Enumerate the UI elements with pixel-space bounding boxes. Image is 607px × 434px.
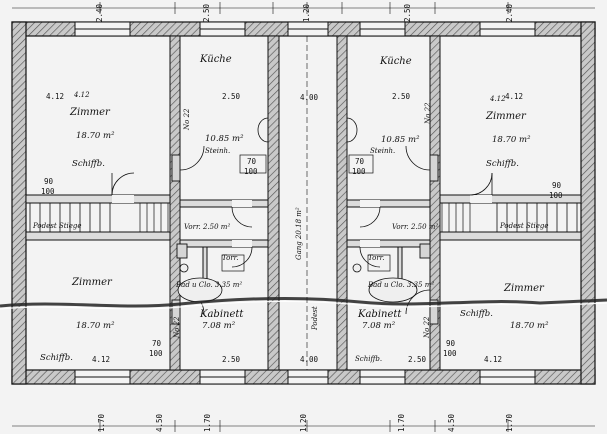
corridor-label: Gang 20.18 m² xyxy=(295,207,303,260)
top-dimension: 2.50 xyxy=(403,3,412,22)
top-dimension: 1.20 xyxy=(302,3,311,22)
window-size: 100 xyxy=(244,167,258,176)
window-size: 100 xyxy=(352,167,366,176)
room-area: 7.08 m² xyxy=(362,321,396,331)
stairs xyxy=(29,202,578,233)
dimension-label: 2.50 xyxy=(222,92,241,101)
bathroom-label: Bad u Clo. 3.35 m² xyxy=(176,281,243,289)
dimension-label: 4.12 xyxy=(46,92,65,101)
room-area: 18.70 m² xyxy=(510,321,549,331)
door-size: 70 xyxy=(152,339,162,348)
room-name: Kabinett xyxy=(358,309,402,320)
top-dimension: 2.40 xyxy=(95,3,104,22)
bottom-dimension: 1.70 xyxy=(203,413,212,432)
bottom-dimension: 1.20 xyxy=(299,413,308,432)
room-name: Küche xyxy=(380,56,412,67)
bottom-dimension: 1.70 xyxy=(397,413,406,432)
dimension-label: 4.12 xyxy=(505,92,524,101)
room-number: No 22 xyxy=(173,316,181,338)
room-area: 7.08 m² xyxy=(202,321,236,331)
torr-label: Torr. xyxy=(368,254,385,262)
room-area: 18.70 m² xyxy=(492,135,531,145)
door-size: 100 xyxy=(443,349,457,358)
dimension-label: 4.00 xyxy=(300,355,319,364)
room-number: No 22 xyxy=(183,108,191,130)
floor-type: Steinh. xyxy=(205,147,231,155)
bathroom-label: Bad u Clo. 3.35 m² xyxy=(368,281,435,289)
paper-fold xyxy=(0,296,607,308)
vorraum-label: Vorr. 2.50 m² xyxy=(184,223,231,231)
bottom-dimension: 4.50 xyxy=(155,413,164,432)
door-size: 90 xyxy=(446,339,456,348)
room-name: Zimmer xyxy=(72,277,112,288)
floor-type: Schiffb. xyxy=(486,159,519,169)
window-size: 70 xyxy=(355,157,365,166)
floor-type: Steinh. xyxy=(370,147,396,155)
floor-type: Schiffb. xyxy=(355,355,383,363)
room-name: Zimmer xyxy=(70,107,110,118)
room-area: 18.70 m² xyxy=(76,131,115,141)
bottom-dimension: 1.70 xyxy=(97,413,106,432)
vorraum-label: Vorr. 2.50 m² xyxy=(392,223,439,231)
windows xyxy=(74,21,536,385)
room-number: No 22 xyxy=(424,102,432,124)
bottom-dimension: 1.70 xyxy=(505,413,514,432)
corridor-walls xyxy=(25,194,582,288)
corridor-label: Podest xyxy=(311,306,319,330)
floor-type: Schiffb. xyxy=(460,309,493,319)
dimension-label: 4.12 xyxy=(92,355,111,364)
torr-label: Torr. xyxy=(222,254,239,262)
dimension-label: 4.12 xyxy=(484,355,503,364)
bottom-dimension: 4.50 xyxy=(447,413,456,432)
top-dimension: 2.50 xyxy=(202,3,211,22)
room-area: 10.85 m² xyxy=(381,135,420,145)
window-size: 70 xyxy=(247,157,257,166)
dimension-label: 2.50 xyxy=(222,355,241,364)
window-size: 90 xyxy=(552,181,562,190)
window-size: 90 xyxy=(44,177,54,186)
dimension-label: 4.00 xyxy=(300,93,319,102)
room-name: Zimmer xyxy=(486,111,526,122)
room-number: No 22 xyxy=(423,316,431,338)
room-name: Küche xyxy=(200,54,232,65)
window-size: 100 xyxy=(41,187,55,196)
window-size: 100 xyxy=(549,191,563,200)
room-number: 4.12 xyxy=(74,91,90,99)
room-number: 4.12 xyxy=(490,95,506,103)
stair-label: Podest Stiege xyxy=(33,222,82,230)
stair-label: Podest Stiege xyxy=(500,222,549,230)
floor-type: Schiffb. xyxy=(72,159,105,169)
top-dimension: 2.40 xyxy=(505,3,514,22)
dimension-label: 2.50 xyxy=(408,355,427,364)
dimension-label: 2.50 xyxy=(392,92,411,101)
door-size: 100 xyxy=(149,349,163,358)
room-name: Zimmer xyxy=(504,283,544,294)
room-name: Kabinett xyxy=(200,309,244,320)
room-area: 18.70 m² xyxy=(76,321,115,331)
room-area: 10.85 m² xyxy=(205,134,244,144)
floor-type: Schiffb. xyxy=(40,353,73,363)
